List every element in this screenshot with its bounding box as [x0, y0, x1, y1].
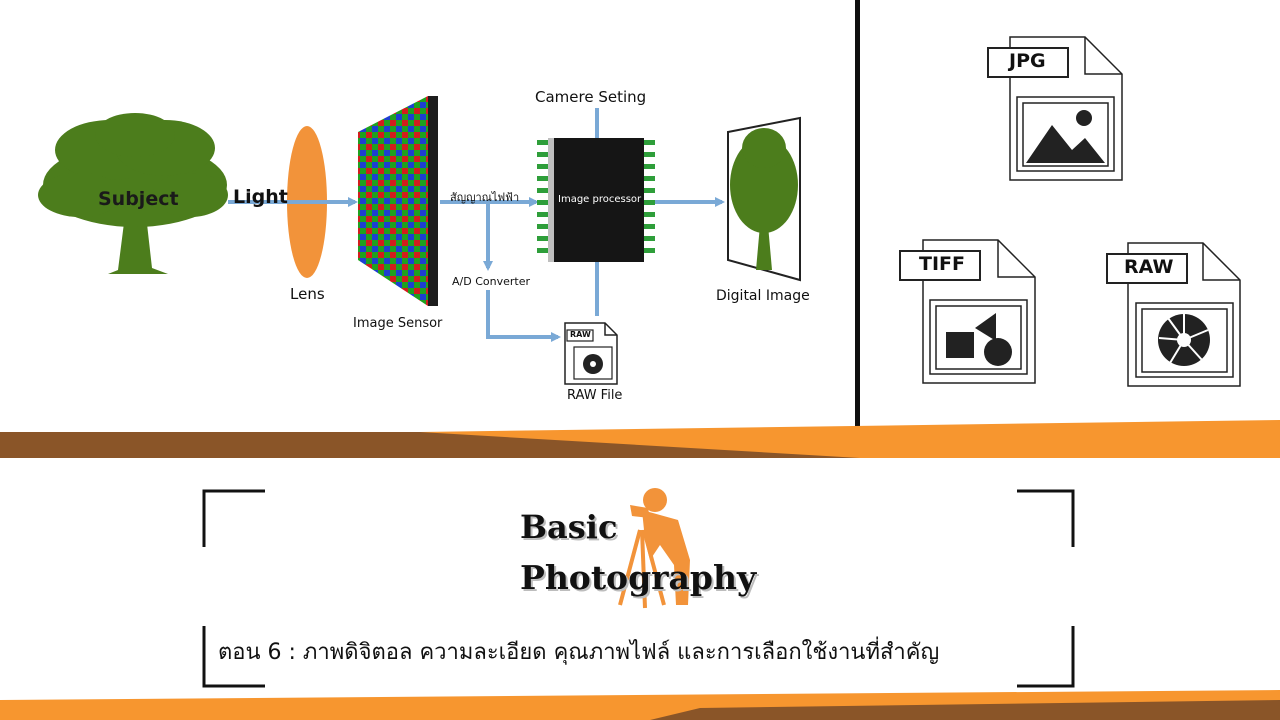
- photographer-logo-icon: [618, 488, 690, 609]
- raw-file-icon: [564, 322, 618, 385]
- jpg-tag: JPG: [1009, 50, 1046, 72]
- subject-tree-icon: [38, 113, 228, 274]
- vertical-divider: [855, 0, 860, 432]
- digital-image-label: Digital Image: [716, 288, 810, 304]
- digital-image-icon: [727, 116, 801, 282]
- signal-label: สัญญาณไฟฟ้า: [450, 191, 520, 204]
- tiff-file-icon: [899, 239, 1036, 384]
- jpg-file-icon: [987, 36, 1123, 181]
- raw-file-tag: RAW: [570, 330, 591, 339]
- logo-photography: Photography: [520, 558, 757, 597]
- image-processor-chip-icon: [537, 138, 655, 262]
- light-label: Light: [233, 186, 288, 208]
- image-sensor-icon: [358, 96, 438, 306]
- lens-label: Lens: [290, 285, 325, 303]
- image-processor-label: Image processor: [558, 194, 642, 205]
- stripe-orange: [420, 420, 1280, 458]
- subject-label: Subject: [98, 188, 179, 210]
- title-frame: [202, 489, 1075, 688]
- camera-setting-label: Camere Seting: [535, 88, 647, 106]
- raw-file-arrow: [486, 290, 561, 342]
- raw-tag: RAW: [1124, 256, 1174, 278]
- ad-converter-label: A/D Converter: [452, 275, 530, 288]
- stripe-brown-bottom: [650, 700, 1280, 720]
- tiff-tag: TIFF: [919, 253, 965, 275]
- episode-title: ตอน 6 : ภาพดิจิตอล ความละเอียด คุณภาพไฟล…: [218, 640, 940, 665]
- image-sensor-label: Image Sensor: [353, 316, 443, 331]
- raw-file-label: RAW File: [567, 388, 623, 403]
- logo-basic: Basic: [520, 508, 618, 546]
- raw-file-type-icon: [1106, 242, 1241, 387]
